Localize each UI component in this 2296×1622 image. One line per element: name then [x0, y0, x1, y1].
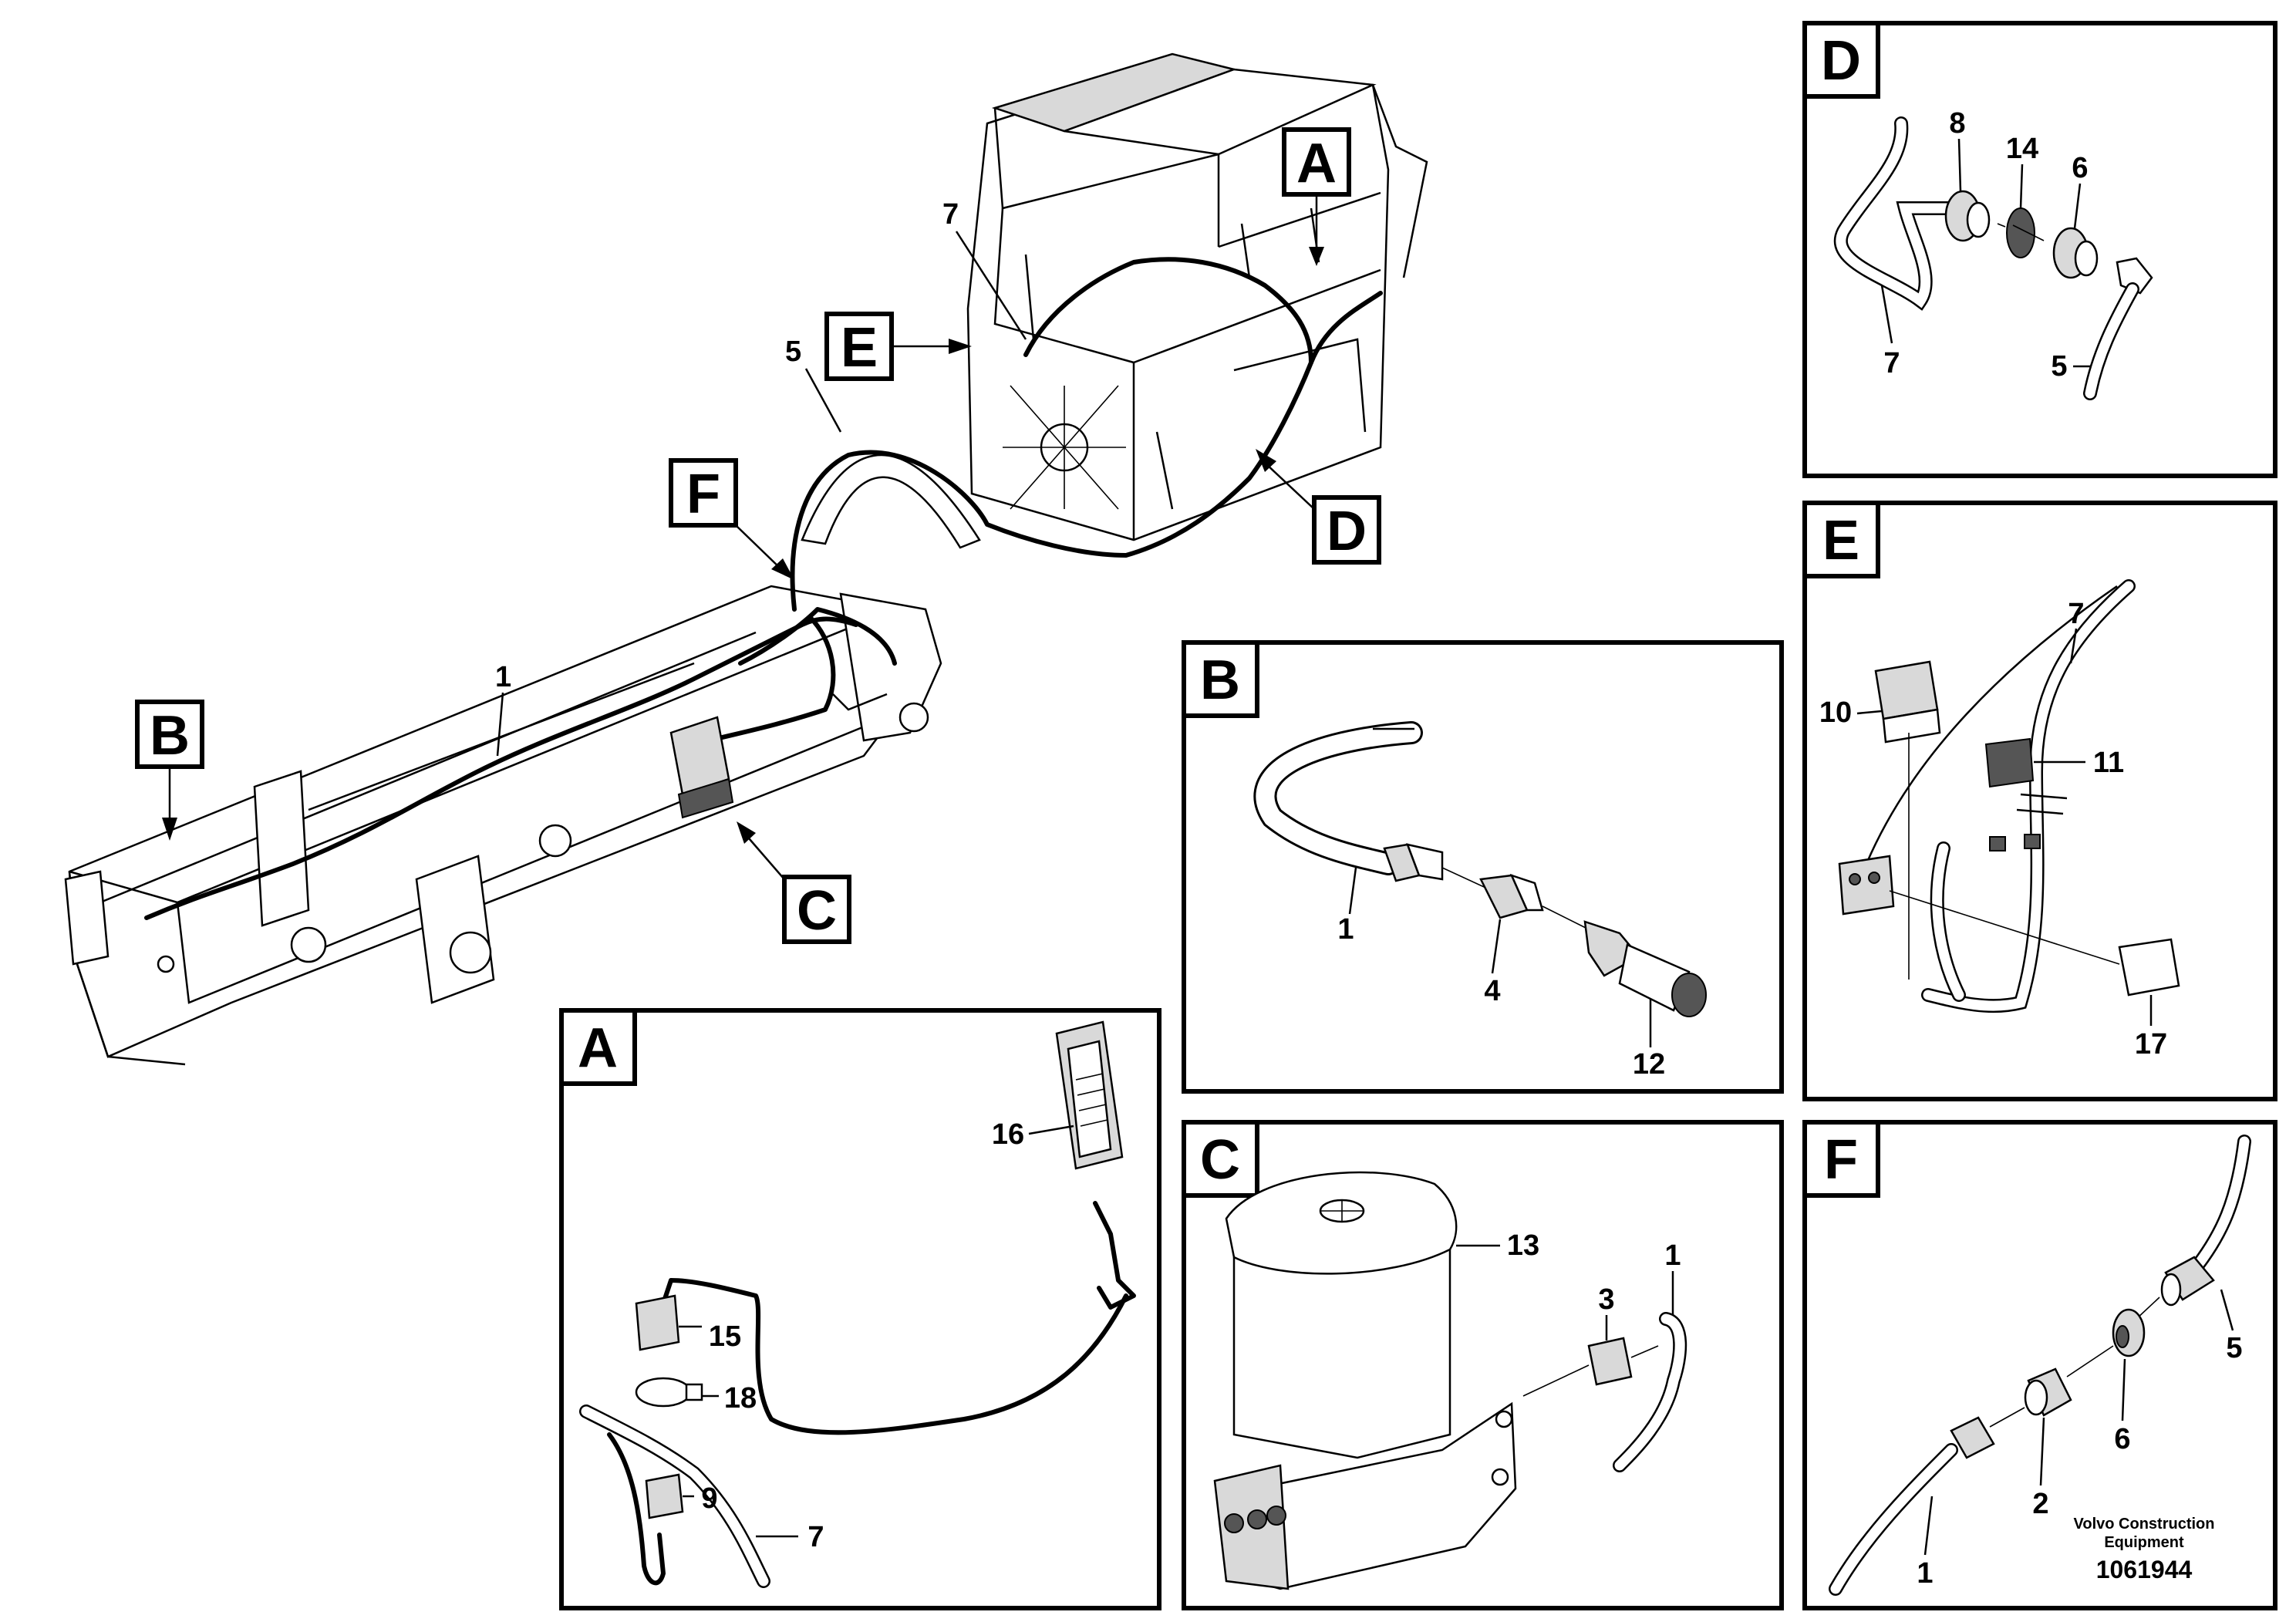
fender [801, 454, 981, 549]
panel-b-label-4: 4 [1484, 975, 1500, 1007]
connector-3 [1587, 1337, 1633, 1386]
connector-b-1 [1383, 843, 1444, 882]
label-1: 1 [495, 661, 511, 693]
panel-a-label-16: 16 [992, 1118, 1024, 1151]
main-overview: 1 5 7 A E F D [64, 52, 1428, 1066]
panel-b-label-1: 1 [1337, 913, 1354, 946]
panel-c-label-1: 1 [1664, 1239, 1681, 1272]
panel-d-title: D [1821, 30, 1861, 92]
panel-d-label-7: 7 [1883, 347, 1900, 379]
callout-e-letter: E [841, 317, 878, 379]
drawing-number: 1061944 [2096, 1556, 2193, 1583]
cap-17 [2118, 938, 2180, 996]
callout-c-letter: C [797, 880, 837, 942]
panel-e-label-10: 10 [1819, 696, 1852, 729]
callout-e: E [824, 312, 972, 381]
callout-d: D [1256, 449, 1381, 565]
panel-d-label-8: 8 [1949, 107, 1965, 140]
callout-f: F [669, 458, 794, 580]
callout-a: A [1282, 127, 1351, 266]
panel-d-label-6: 6 [2072, 152, 2088, 184]
panel-f: F 5 6 2 1 Volvo Construction Eq [1802, 1120, 2277, 1610]
cable-harness-5 [790, 360, 1313, 612]
callout-a-letter: A [1296, 133, 1337, 194]
hour-meter-13 [1213, 1171, 1517, 1590]
panel-e-label-7: 7 [2068, 598, 2084, 630]
panel-b: B 1 4 12 [1182, 640, 1784, 1094]
panel-f-label-2: 2 [2032, 1488, 2048, 1520]
connector-2 [2024, 1367, 2072, 1417]
connector-e-bottom [1838, 855, 1895, 916]
callout-b-letter: B [150, 705, 190, 767]
callout-c: C [737, 821, 851, 944]
connector-6 [2112, 1308, 2146, 1357]
connector-f-5 [2160, 1256, 2215, 1307]
panel-b-label-12: 12 [1633, 1048, 1665, 1081]
panel-e-label-11: 11 [2093, 747, 2124, 779]
panel-c: C 13 3 1 [1182, 1120, 1784, 1610]
label-7: 7 [942, 198, 959, 231]
footer-company-line2: Equipment [2104, 1534, 2184, 1551]
lock-ring-14 [2006, 207, 2035, 258]
panel-d-label-5: 5 [2051, 350, 2067, 383]
clip-18 [635, 1377, 703, 1408]
panel-a: A 16 15 18 9 7 [559, 1008, 1161, 1610]
callout-d-letter: D [1327, 501, 1367, 562]
panel-a-label-7: 7 [807, 1521, 824, 1553]
footer-company-line1: Volvo Construction [2074, 1516, 2215, 1533]
display-16 [1055, 1020, 1124, 1170]
operator-cab [966, 52, 1428, 541]
label-5: 5 [785, 336, 801, 368]
panel-d-label-14: 14 [2006, 133, 2038, 165]
panel-e-title: E [1822, 510, 1859, 572]
connector-9 [645, 1473, 684, 1519]
hour-meter-unit [669, 716, 734, 819]
connector-4 [1479, 873, 1544, 919]
panel-d: D 8 14 6 7 5 [1802, 21, 2277, 478]
panel-f-label-1: 1 [1917, 1557, 1933, 1590]
panel-e-label-17: 17 [2135, 1028, 2167, 1061]
panel-a-label-18: 18 [724, 1382, 757, 1415]
panel-f-label-6: 6 [2114, 1423, 2130, 1455]
callout-b: B [135, 700, 204, 841]
panel-c-label-3: 3 [1598, 1283, 1614, 1316]
panel-b-title: B [1200, 649, 1240, 711]
callout-f-letter: F [686, 464, 720, 525]
panel-c-label-13: 13 [1507, 1229, 1539, 1262]
connector-11 [1984, 737, 2035, 788]
connector-6 [2052, 227, 2099, 279]
panel-a-label-15: 15 [709, 1320, 741, 1353]
panel-a-label-9: 9 [701, 1482, 717, 1515]
connector-10 [1874, 660, 1941, 744]
sensor-12 [1583, 920, 1707, 1017]
connector-f-1 [1950, 1416, 1995, 1459]
panel-f-title: F [1824, 1129, 1858, 1191]
machine-frame [64, 585, 942, 1066]
panel-f-label-5: 5 [2226, 1332, 2242, 1364]
cable-harness-7 [1023, 257, 1383, 365]
connector-15 [635, 1294, 680, 1351]
panel-c-title: C [1200, 1129, 1240, 1191]
panel-e: E 7 10 11 17 [1802, 501, 2277, 1101]
connector-8 [1944, 190, 1991, 242]
panel-a-title: A [578, 1017, 618, 1079]
